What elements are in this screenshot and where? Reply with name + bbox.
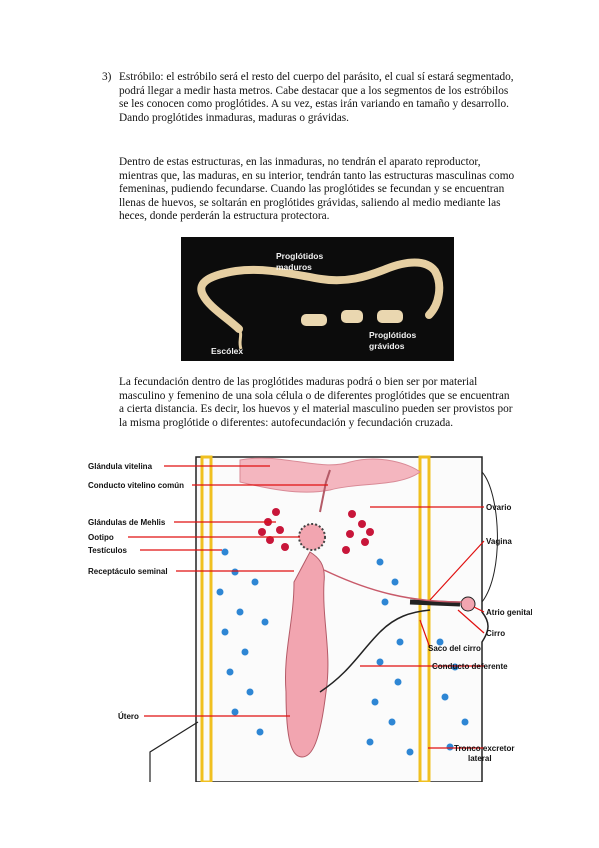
label-testiculos: Testículos: [88, 546, 128, 555]
label-utero: Útero: [118, 712, 139, 721]
vas-deferens: [319, 609, 431, 693]
label-tronco-lateral: lateral: [468, 754, 492, 763]
testes: [216, 548, 469, 756]
label-receptaculo: Receptáculo seminal: [88, 567, 168, 576]
strobila-body: [197, 258, 444, 333]
vagina-duct: [323, 569, 463, 603]
paragraph-estructuras: Dentro de estas estructuras, en las inma…: [119, 156, 515, 223]
photo-label-gravid-2: grávidos: [369, 341, 405, 351]
paragraph-fecundacion: La fecundación dentro de las proglótides…: [119, 376, 513, 429]
vitelline-gland: [239, 457, 421, 493]
excretory-canal-right: [418, 455, 431, 782]
cirrus-sac: [409, 599, 461, 607]
genital-atrium: [460, 596, 476, 612]
proglottid-diagram: Glándula vitelina Conducto vitelino comú…: [88, 455, 532, 782]
ootype: [298, 523, 326, 551]
photo-label-scolex: Escólex: [211, 346, 243, 356]
label-cirro: Cirro: [486, 629, 505, 638]
label-ovario: Ovario: [486, 503, 511, 512]
gravid-proglottid: [341, 310, 363, 323]
excretory-canal-left: [200, 455, 213, 782]
proglottid-outline: [195, 456, 489, 782]
gravid-proglottid: [377, 310, 403, 323]
label-glandula-vitelina: Glándula vitelina: [88, 462, 153, 471]
photo-label-mature: Proglótidos: [276, 251, 323, 261]
ovary-right: [342, 510, 374, 554]
label-vagina: Vagina: [486, 537, 512, 546]
tapeworm-photo: Proglótidos maduros Proglótidos grávidos…: [181, 237, 454, 361]
label-ootipo: Ootipo: [88, 533, 114, 542]
label-conducto-vitelino: Conducto vitelino común: [88, 481, 184, 490]
label-saco-cirro: Saco del cirro: [428, 644, 481, 653]
gravid-proglottid: [301, 314, 327, 326]
photo-label-mature-2: maduros: [276, 262, 312, 272]
label-atrio: Atrio genital: [486, 608, 532, 617]
uterus: [285, 551, 329, 758]
label-tronco-excretor: Tronco excretor: [454, 744, 514, 753]
list-number: 3): [102, 71, 112, 83]
photo-label-gravid: Proglótidos: [369, 330, 416, 340]
label-glandulas-mehlis: Glándulas de Mehlis: [88, 518, 166, 527]
paragraph-estrobilo: Estróbilo: el estróbilo será el resto de…: [119, 71, 514, 124]
label-conducto-deferente: Conducto deferente: [432, 662, 508, 671]
